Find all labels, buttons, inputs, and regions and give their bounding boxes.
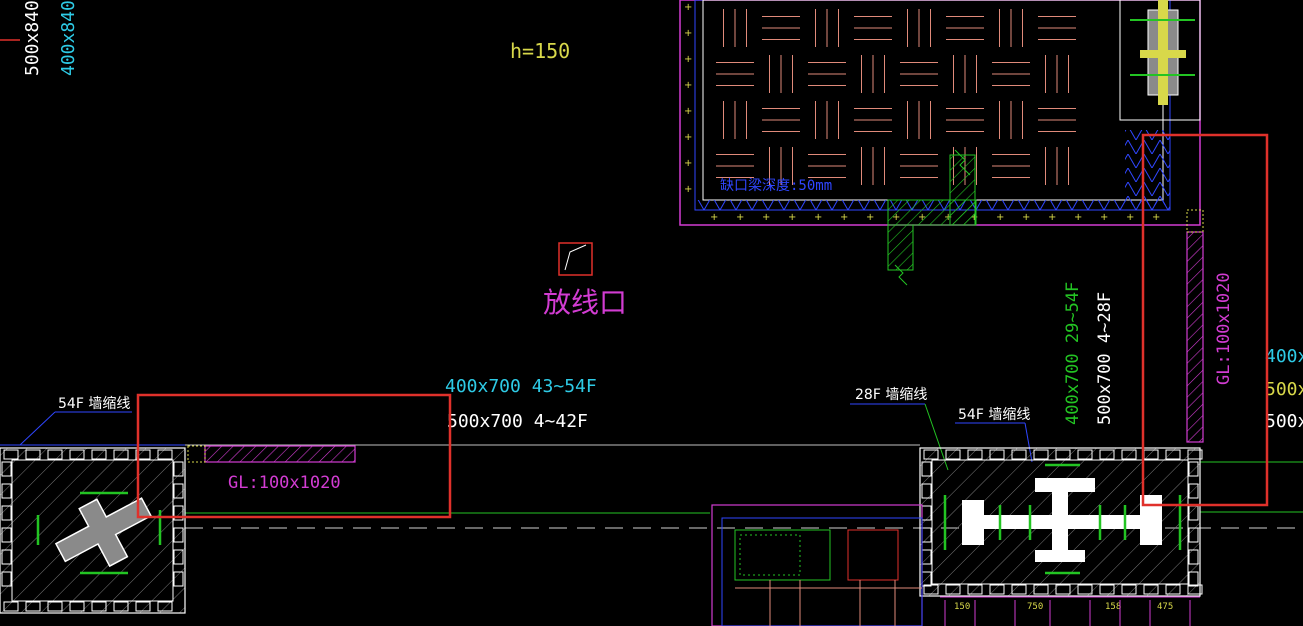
svg-text:+: + (684, 2, 692, 13)
svg-text:+: + (684, 80, 692, 91)
selection-box-left-lintel[interactable] (136, 393, 452, 519)
svg-text:+: + (684, 132, 692, 143)
lintel-left[interactable]: GL:100x1020 (187, 445, 356, 493)
svg-text:+: + (1074, 212, 1082, 223)
svg-text:+: + (1022, 212, 1030, 223)
column-left (0, 447, 186, 614)
label-gl-right: GL:100x1020 (1214, 272, 1234, 385)
svg-text:+: + (684, 184, 692, 195)
label-fangxiankou: 放线口 (543, 286, 627, 319)
svg-text:+: + (684, 28, 692, 39)
svg-text:+: + (684, 54, 692, 65)
svg-text:+: + (866, 212, 874, 223)
label-beam-white-vertical: 500x700 4~28F (1095, 292, 1115, 425)
svg-text:+: + (684, 158, 692, 169)
svg-text:+: + (840, 212, 848, 223)
shrink-line-54f-left: 54F 墙缩线 (19, 396, 132, 446)
label-beam-green-vertical: 400x700 29~54F (1063, 282, 1083, 425)
label-h-150: h=150 (510, 39, 570, 63)
floor-room-top: ++++++++++++++++++++++++++ 缺口梁深度:50mm (679, 0, 1201, 226)
svg-text:+: + (1126, 212, 1134, 223)
svg-text:+: + (736, 212, 744, 223)
dimension-row: 150 750 158 475 (940, 596, 1200, 626)
shrink-line-54f-right: 54F 墙缩线 (955, 407, 1033, 463)
svg-text:+: + (1048, 212, 1056, 223)
svg-text:+: + (710, 212, 718, 223)
svg-text:750: 750 (1027, 602, 1043, 612)
svg-text:28F 墙缩线: 28F 墙缩线 (855, 387, 927, 403)
column-right (919, 447, 1203, 597)
svg-text:150: 150 (954, 602, 970, 612)
label-top-left-cyan: 400x840 4 (58, 0, 79, 76)
label-right-edge-2: 500x7 (1265, 379, 1303, 400)
column-top-right (1130, 0, 1195, 105)
label-top-left-white: 500x840 4 (22, 0, 43, 76)
svg-text:158: 158 (1105, 602, 1121, 612)
svg-text:+: + (684, 106, 692, 117)
room-bottom-middle (711, 504, 923, 626)
fangxiankou-marker[interactable]: 放线口 (543, 242, 627, 319)
top-left-labels: 500x840 4 400x840 4 (0, 0, 79, 76)
label-right-edge-3: 500x7 (1265, 411, 1303, 432)
svg-text:+: + (788, 212, 796, 223)
svg-text:54F 墙缩线: 54F 墙缩线 (58, 396, 130, 412)
svg-text:+: + (1152, 212, 1160, 223)
svg-text:475: 475 (1157, 602, 1173, 612)
notch-depth-label: 缺口梁深度:50mm (720, 178, 832, 194)
selection-box-right-lintel[interactable] (1141, 133, 1269, 507)
label-gl-left: GL:100x1020 (228, 473, 341, 493)
svg-text:54F 墙缩线: 54F 墙缩线 (958, 407, 1030, 423)
svg-text:+: + (762, 212, 770, 223)
svg-text:+: + (996, 212, 1004, 223)
svg-text:+: + (1100, 212, 1108, 223)
notch-beam-green (887, 149, 977, 286)
label-right-edge-1: 400x7 (1265, 346, 1303, 367)
svg-text:+: + (814, 212, 822, 223)
label-beam-cyan: 400x700 43~54F (445, 376, 597, 397)
lintel-right[interactable]: GL:100x1020 (1186, 209, 1234, 443)
label-beam-white: 500x700 4~42F (447, 411, 588, 432)
